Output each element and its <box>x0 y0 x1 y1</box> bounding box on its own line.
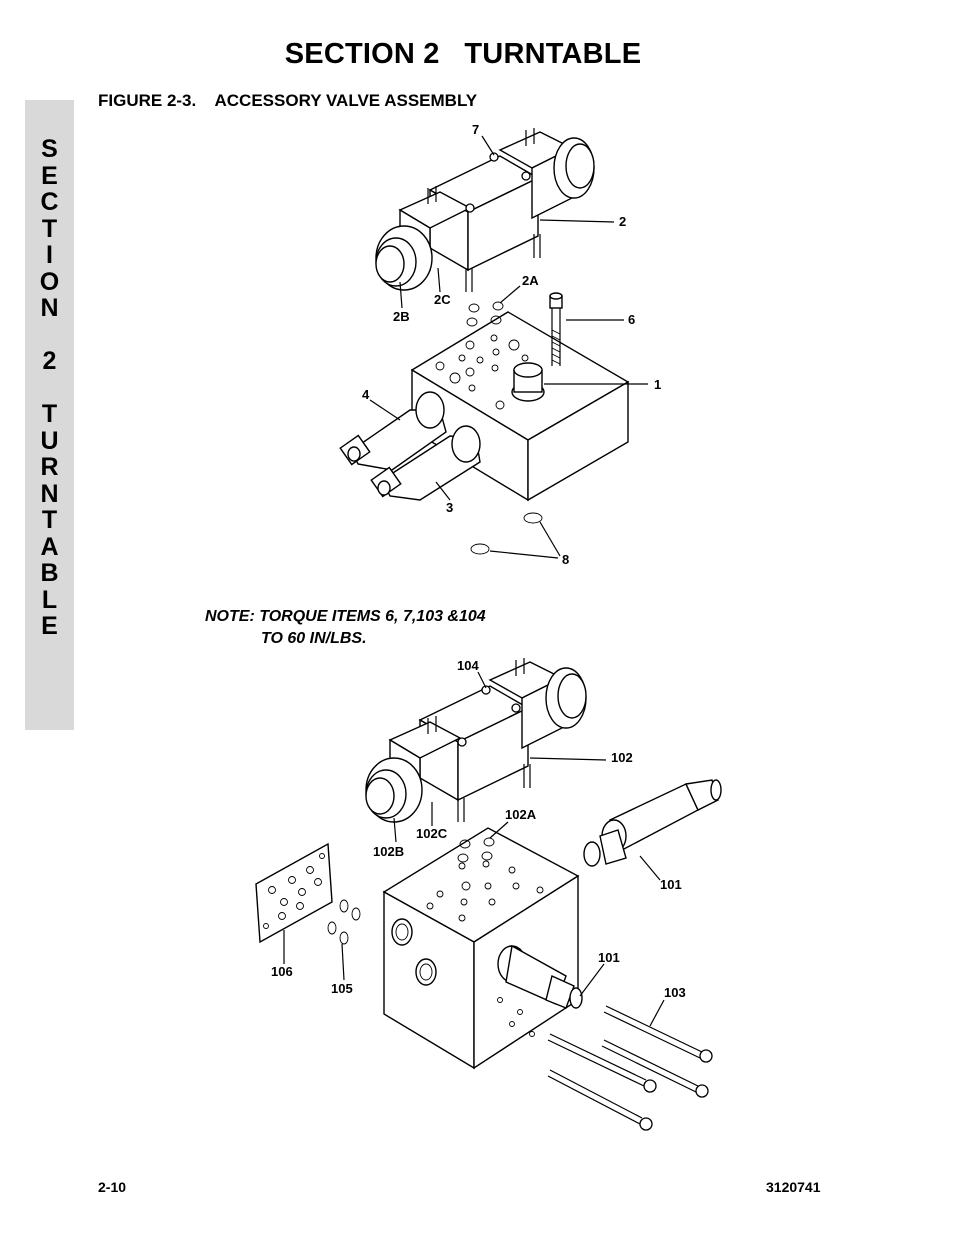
callout-7: 7 <box>472 122 479 137</box>
callout-102b: 102B <box>373 844 404 859</box>
side-tab-letter: U <box>40 426 59 455</box>
callout-104: 104 <box>457 658 479 673</box>
side-tab-letter: N <box>40 294 59 322</box>
callout-6: 6 <box>628 312 635 327</box>
torque-note-line-2: TO 60 IN/LBS. <box>261 630 367 647</box>
torque-note-line-1: NOTE: TORQUE ITEMS 6, 7,103 &104 <box>205 608 486 625</box>
top-leader-lines <box>369 135 648 559</box>
document-number: 3120741 <box>766 1179 821 1195</box>
callout-4: 4 <box>362 387 370 402</box>
side-tab-letter: E <box>41 612 58 640</box>
callout-2: 2 <box>619 214 626 229</box>
page-title: SECTION 2 TURNTABLE <box>284 38 642 70</box>
side-tab-letter: L <box>41 585 58 614</box>
callout-102: 102 <box>611 750 633 765</box>
side-tab-letter: A <box>40 532 59 561</box>
callout-105: 105 <box>331 981 353 996</box>
bottom-cartridge-valve-101-exploded <box>583 779 722 867</box>
callout-101-exploded: 101 <box>660 877 682 892</box>
bottom-bolts-103 <box>547 1005 713 1131</box>
top-cartridge-valve-4 <box>339 391 447 471</box>
side-tab-letter: 2 <box>42 347 57 375</box>
side-tab-letter: T <box>41 214 58 243</box>
callout-2c: 2C <box>434 292 451 307</box>
callout-2a: 2A <box>522 273 539 288</box>
top-assembly-drawing: 7 2 2A 2C 2B 6 1 4 3 8 <box>339 122 661 567</box>
side-tab-letter: N <box>40 479 59 508</box>
top-solenoid-valve-2 <box>375 128 595 292</box>
callout-102a: 102A <box>505 807 537 822</box>
callout-3: 3 <box>446 500 453 515</box>
callout-8: 8 <box>562 552 569 567</box>
callout-1: 1 <box>654 377 661 392</box>
side-tab-letter: T <box>41 506 58 534</box>
callout-106: 106 <box>271 964 293 979</box>
side-tab-letter: O <box>39 267 60 296</box>
callout-2b: 2B <box>393 309 410 324</box>
bottom-solenoid-valve-102 <box>365 658 587 823</box>
bottom-gasket-plate-106 <box>255 842 333 944</box>
figure-title: FIGURE 2-3. ACCESSORY VALVE ASSEMBLY <box>98 91 478 110</box>
callout-101-installed: 101 <box>598 950 620 965</box>
bottom-leader-lines <box>283 671 665 1027</box>
callout-103: 103 <box>664 985 686 1000</box>
bottom-cartridge-valve-101-installed <box>497 944 583 1009</box>
side-tab-letter: C <box>40 188 59 216</box>
bottom-manifold-block <box>382 827 580 1070</box>
top-cartridge-valve-3 <box>370 425 481 501</box>
side-tab-letter: T <box>41 400 58 428</box>
side-tab-letter: E <box>41 161 58 190</box>
torque-note: NOTE: TORQUE ITEMS 6, 7,103 &104 TO 60 I… <box>205 606 486 650</box>
side-tab-letter: B <box>40 559 59 587</box>
side-tab-letter: R <box>40 453 59 481</box>
bottom-assembly-drawing: 104 102 102A 102C 102B 101 101 103 106 1… <box>255 658 722 1131</box>
top-bolt-6 <box>549 292 563 366</box>
side-tab-letter: I <box>46 241 53 269</box>
page-number: 2-10 <box>98 1179 127 1195</box>
callout-102c: 102C <box>416 826 448 841</box>
side-tab-letter: S <box>41 135 58 163</box>
